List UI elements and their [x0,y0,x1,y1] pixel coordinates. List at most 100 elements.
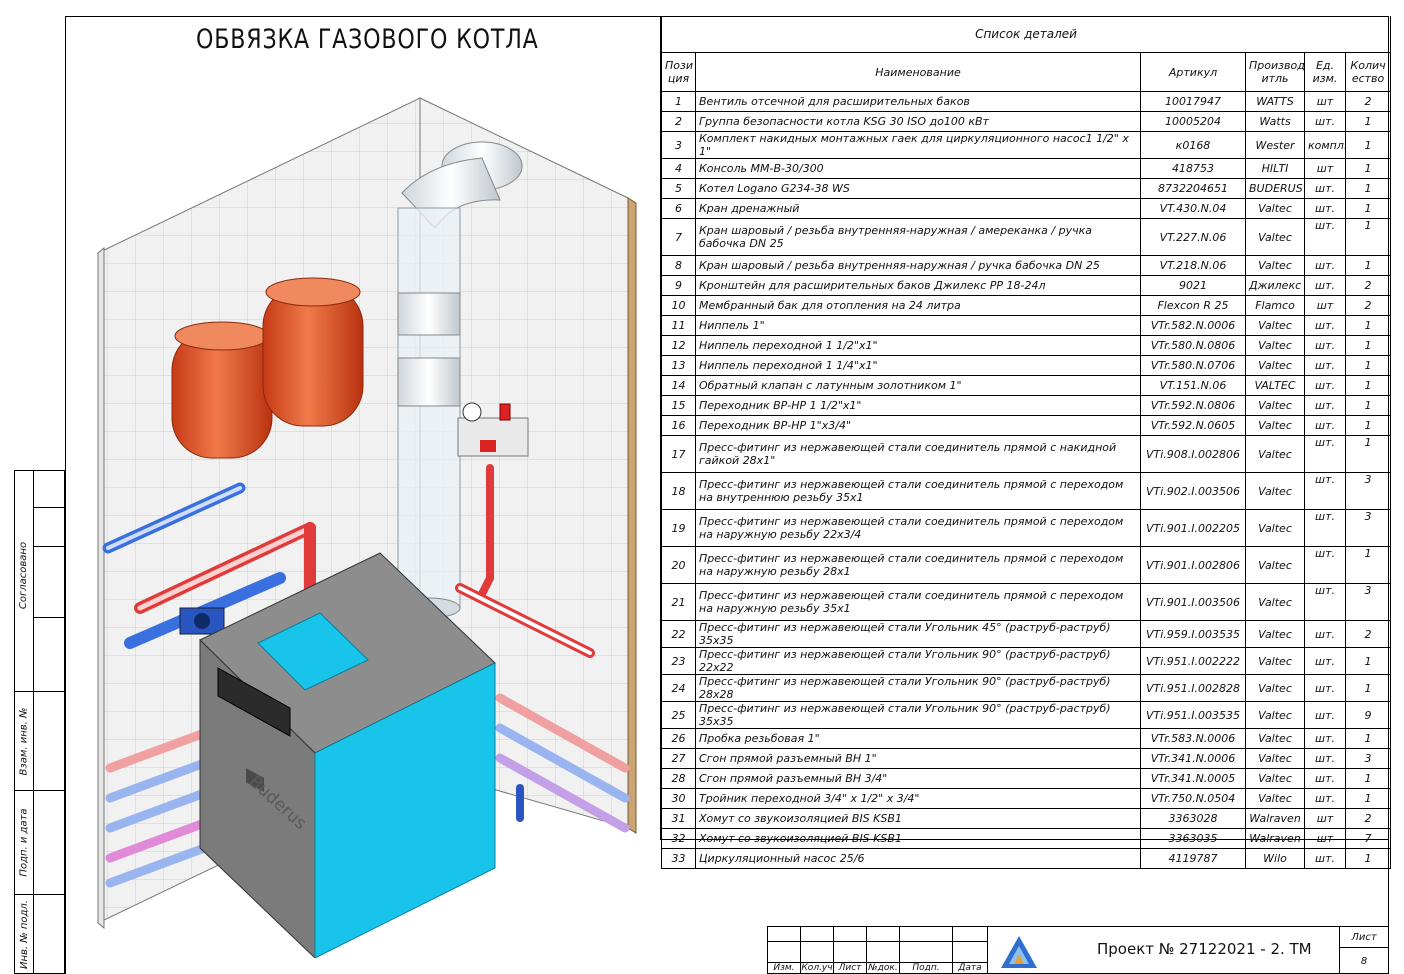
cell-art: VTr.580.N.0706 [1140,355,1246,376]
cell-art: VT.227.N.06 [1140,218,1246,256]
cell-maker: Valtec [1245,395,1305,416]
cell-pos: 15 [661,395,696,416]
cell-art: VT.430.N.04 [1140,198,1246,219]
cell-art: 3363028 [1140,808,1246,829]
cell-unit: шт. [1304,748,1346,769]
cell-qty: 1 [1344,375,1392,396]
cell-name: Ниппель 1" [695,315,1141,336]
cell-qty: 1 [1344,546,1392,584]
cell-unit: шт [1304,91,1346,112]
company-logo-icon [1001,936,1037,968]
cell-pos: 19 [661,509,696,547]
cell-maker: Valtec [1245,198,1305,219]
cell-unit: шт. [1304,728,1346,749]
cell-pos: 8 [661,255,696,276]
cell-pos: 2 [661,111,696,132]
tb-col-doc: №док. [866,962,900,974]
stamp-label-replace-inv: Взам. инв. № [18,707,30,775]
cell-maker: Valtec [1245,315,1305,336]
cell-art: VTi.951.I.003535 [1140,701,1246,729]
cell-unit: шт. [1304,395,1346,416]
cell-unit: шт [1304,295,1346,316]
tb-col-izm: Изм. [767,962,801,974]
cell-art: 4119787 [1140,848,1246,869]
cell-qty: 2 [1344,91,1392,112]
cell-pos: 1 [661,91,696,112]
header-maker: Производ итль [1245,52,1305,92]
cell-maker: Valtec [1245,620,1305,648]
stamp-label-sign-date: Подп. и дата [18,808,30,877]
cell-art: VTr.750.N.0504 [1140,788,1246,809]
cell-qty: 1 [1344,355,1392,376]
header-unit: Ед. изм. [1304,52,1346,92]
cell-unit: шт. [1304,509,1346,547]
boiler-isometric-drawing: Buderus [97,97,637,958]
cell-unit: шт [1304,828,1346,849]
cell-pos: 13 [661,355,696,376]
cell-art: 8732204651 [1140,178,1246,199]
cell-art: VTr.341.N.0006 [1140,748,1246,769]
cell-name: Пресс-фитинг из нержавеющей стали Угольн… [695,647,1141,675]
cell-maker: Valtec [1245,472,1305,510]
header-qty: Колич ество [1344,52,1392,92]
cell-unit: шт. [1304,315,1346,336]
cell-pos: 21 [661,583,696,621]
cell-name: Пробка резьбовая 1" [695,728,1141,749]
cell-name: Вентиль отсечной для расширительных бако… [695,91,1141,112]
cell-maker: Valtec [1245,583,1305,621]
cell-pos: 18 [661,472,696,510]
cell-maker: Valtec [1245,728,1305,749]
cell-art: VTi.951.I.002828 [1140,674,1246,702]
cell-art: VTr.582.N.0006 [1140,315,1246,336]
cell-pos: 12 [661,335,696,356]
cell-unit: шт. [1304,275,1346,296]
tb-col-kol: Кол.уч [800,962,834,974]
cell-maker: HILTI [1245,158,1305,179]
cell-art: VT.218.N.06 [1140,255,1246,276]
cell-pos: 11 [661,315,696,336]
cell-pos: 26 [661,728,696,749]
cell-qty: 1 [1344,158,1392,179]
cell-pos: 20 [661,546,696,584]
cell-unit: шт. [1304,355,1346,376]
cell-name: Пресс-фитинг из нержавеющей стали соедин… [695,509,1141,547]
header-pos: Пози ция [661,52,696,92]
cell-unit: шт [1304,808,1346,829]
cell-art: 10005204 [1140,111,1246,132]
cell-maker: Valtec [1245,546,1305,584]
cell-qty: 3 [1344,472,1392,510]
cell-maker: BUDERUS [1245,178,1305,199]
cell-art: VTr.341.N.0005 [1140,768,1246,789]
cell-name: Группа безопасности котла KSG 30 ISO до1… [695,111,1141,132]
cell-art: 3363035 [1140,828,1246,849]
cell-name: Пресс-фитинг из нержавеющей стали соедин… [695,583,1141,621]
cell-name: Пресс-фитинг из нержавеющей стали Угольн… [695,701,1141,729]
cell-qty: 1 [1344,111,1392,132]
cell-pos: 23 [661,647,696,675]
cell-unit: шт. [1304,178,1346,199]
approval-stamp: Согласовано Взам. инв. № Подп. и дата Ин… [14,470,65,974]
cell-name: Хомут со звукоизоляцией BIS KSB1 [695,828,1141,849]
cell-qty: 1 [1344,255,1392,276]
sheet-number: 8 [1339,947,1389,974]
cell-qty: 1 [1344,647,1392,675]
cell-name: Кран дренажный [695,198,1141,219]
cell-qty: 2 [1344,620,1392,648]
cell-qty: 2 [1344,275,1392,296]
cell-maker: Valtec [1245,509,1305,547]
cell-name: Тройник переходной 3/4" х 1/2" х 3/4" [695,788,1141,809]
cell-unit: шт. [1304,848,1346,869]
cell-name: Пресс-фитинг из нержавеющей стали Угольн… [695,620,1141,648]
cell-pos: 16 [661,415,696,436]
cell-qty: 1 [1344,198,1392,219]
